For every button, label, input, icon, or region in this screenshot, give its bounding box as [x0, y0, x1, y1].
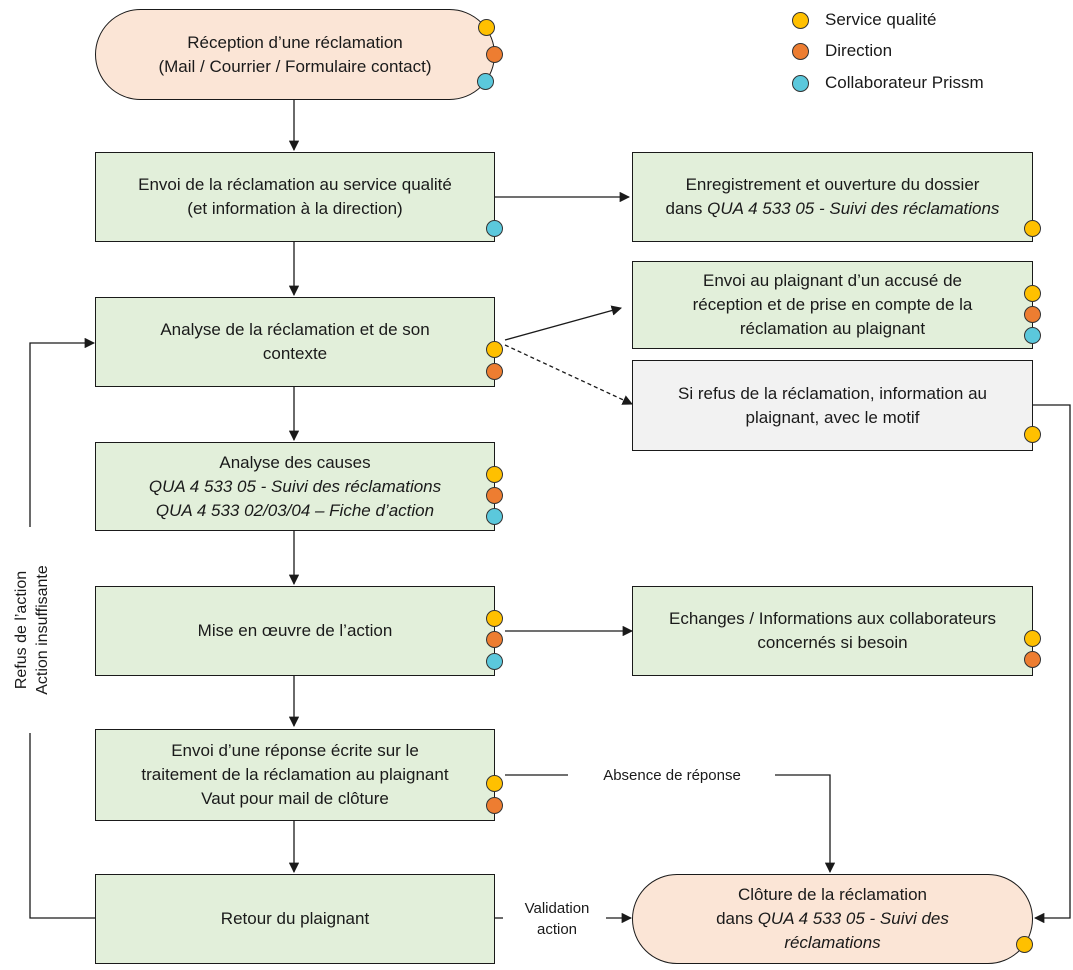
document-reference: QUA 4 533 02/03/04 – Fiche d’action	[155, 500, 435, 520]
node-text: traitement de la réclamation au plaignan…	[141, 765, 449, 784]
node-text: Echanges / Informations aux collaborateu…	[669, 609, 996, 628]
node-envoi-service-qualite: Envoi de la réclamation au service quali…	[95, 152, 495, 242]
legend-direction: Direction	[792, 41, 892, 61]
node-text: Analyse de la réclamation et de son	[160, 320, 430, 339]
service-qualite-dot-icon	[1024, 220, 1041, 237]
node-text-prefix: dans	[716, 909, 758, 928]
node-text: concernés si besoin	[757, 633, 908, 652]
direction-dot-icon	[486, 797, 503, 814]
edge-label-text: Refus de l’action	[13, 570, 30, 690]
node-text: Mise en œuvre de l’action	[197, 621, 393, 640]
service-qualite-dot-icon	[1016, 936, 1033, 953]
node-text: Si refus de la réclamation, information …	[678, 383, 987, 403]
node-text: (et information à la direction)	[187, 199, 403, 218]
node-mise-en-oeuvre: Mise en œuvre de l’action	[95, 586, 495, 676]
node-text-prefix: dans	[665, 199, 708, 218]
service-qualite-dot-icon	[478, 19, 495, 36]
node-text: Réception d’une réclamation	[187, 32, 403, 52]
edge-retour-feedback-lower	[29, 733, 95, 919]
edge-analyse-refus	[504, 344, 633, 405]
node-retour-plaignant: Retour du plaignant	[95, 874, 495, 964]
node-text: contexte	[262, 344, 328, 363]
node-accuse-reception: Envoi au plaignant d’un accusé de récept…	[632, 261, 1033, 349]
document-reference: QUA 4 533 05 - Suivi des	[757, 909, 949, 928]
legend-collaborateur: Collaborateur Prissm	[792, 73, 984, 93]
service-qualite-dot-icon	[1024, 426, 1041, 443]
legend-service-qualite: Service qualité	[792, 10, 937, 30]
edge-label-text: Validation	[524, 900, 590, 917]
service-qualite-dot-icon	[486, 341, 503, 358]
node-echanges: Echanges / Informations aux collaborateu…	[632, 586, 1033, 676]
node-reception: Réception d’une réclamation (Mail / Cour…	[95, 9, 495, 100]
direction-dot-icon	[792, 42, 809, 60]
node-text: Analyse des causes	[219, 452, 371, 472]
node-text: Retour du plaignant	[220, 909, 370, 928]
edge-analyse-accuse	[504, 305, 623, 341]
service-qualite-dot-icon	[1024, 285, 1041, 302]
node-analyse-reclamation: Analyse de la réclamation et de son cont…	[95, 297, 495, 387]
collaborateur-dot-icon	[486, 220, 503, 237]
node-analyse-causes: Analyse des causes QUA 4 533 05 - Suivi …	[95, 442, 495, 531]
edge-label-text: action	[536, 921, 578, 938]
direction-dot-icon	[486, 487, 503, 504]
node-text: Envoi de la réclamation au service quali…	[138, 175, 452, 194]
collaborateur-dot-icon	[792, 74, 809, 92]
service-qualite-dot-icon	[1024, 630, 1041, 647]
node-text: plaignant, avec le motif	[745, 407, 920, 427]
direction-dot-icon	[486, 631, 503, 648]
collaborateur-dot-icon	[477, 73, 494, 90]
direction-dot-icon	[1024, 306, 1041, 323]
legend-label: Direction	[825, 41, 893, 60]
service-qualite-dot-icon	[486, 466, 503, 483]
document-reference: QUA 4 533 05 - Suivi des réclamations	[148, 476, 442, 496]
service-qualite-dot-icon	[486, 775, 503, 792]
node-refus-reclamation: Si refus de la réclamation, information …	[632, 360, 1033, 451]
edge-label-refus-action: Refus de l’action Action insuffisante	[11, 565, 53, 695]
collaborateur-dot-icon	[486, 653, 503, 670]
node-cloture: Clôture de la réclamation dans QUA 4 533…	[632, 874, 1033, 964]
node-text: dans QUA 4 533 05 - Suivi des	[716, 907, 949, 931]
edge-refus-cloture	[1033, 404, 1071, 924]
collaborateur-dot-icon	[486, 508, 503, 525]
service-qualite-dot-icon	[486, 610, 503, 627]
node-text: Vaut pour mail de clôture	[201, 789, 389, 808]
node-text: réception et de prise en compte de la	[692, 295, 973, 314]
service-qualite-dot-icon	[792, 11, 809, 29]
legend-label: Collaborateur Prissm	[825, 73, 984, 92]
node-reponse-ecrite: Envoi d’une réponse écrite sur le traite…	[95, 729, 495, 821]
edge-label-text: Action insuffisante	[34, 565, 51, 695]
collaborateur-dot-icon	[1024, 327, 1041, 344]
node-enregistrement: Enregistrement et ouverture du dossier d…	[632, 152, 1033, 242]
node-text: Envoi d’une réponse écrite sur le	[171, 741, 419, 760]
edge-label-absence-reponse: Absence de réponse	[603, 767, 741, 784]
node-text: Envoi au plaignant d’un accusé de	[703, 271, 962, 290]
legend-label: Service qualité	[825, 10, 937, 29]
document-reference: réclamations	[784, 933, 881, 952]
node-text: réclamation au plaignant	[739, 319, 926, 338]
edge-label-validation-action: Validation action	[505, 898, 609, 940]
direction-dot-icon	[1024, 651, 1041, 668]
node-text: Clôture de la réclamation	[738, 885, 927, 904]
edge-retour-feedback-upper	[29, 337, 96, 527]
direction-dot-icon	[486, 46, 503, 63]
edge-absence-cloture	[775, 774, 836, 874]
node-text: Enregistrement et ouverture du dossier	[685, 175, 980, 194]
node-text: dans QUA 4 533 05 - Suivi des réclamatio…	[666, 197, 1000, 221]
direction-dot-icon	[486, 363, 503, 380]
document-reference: QUA 4 533 05 - Suivi des réclamations	[707, 199, 1000, 218]
node-text: (Mail / Courrier / Formulaire contact)	[158, 56, 432, 76]
